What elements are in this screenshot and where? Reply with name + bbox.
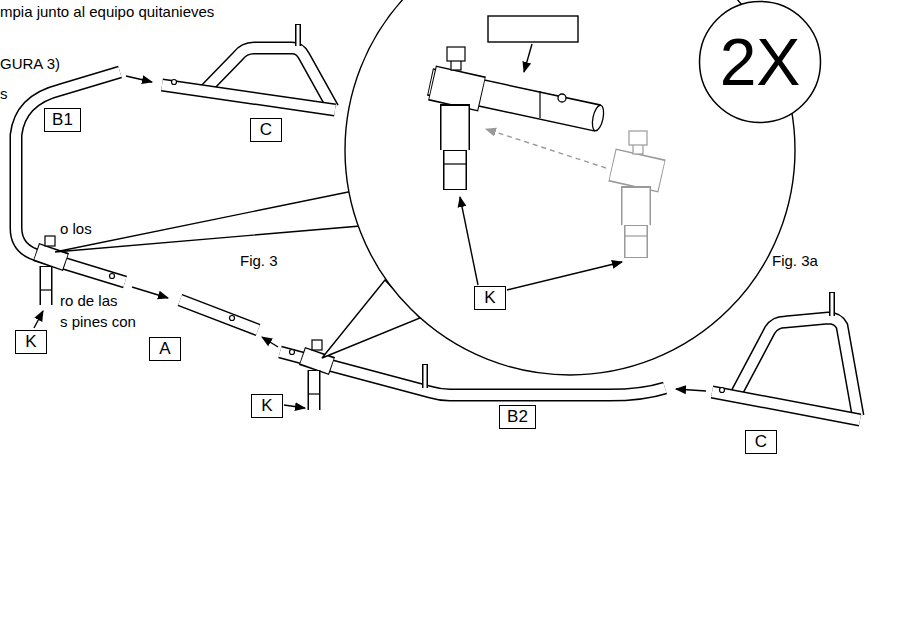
bolt <box>45 236 55 246</box>
leader-line <box>507 262 622 290</box>
part-letter: K <box>484 288 495 307</box>
part-letter: B2 <box>507 407 528 426</box>
figure-label: Fig. 3 <box>240 252 278 270</box>
frame-tube <box>162 85 335 110</box>
part-label: K <box>474 286 506 310</box>
assembly-arrow <box>262 337 278 347</box>
t-fitting <box>303 356 331 366</box>
bolt <box>312 340 322 350</box>
ghost-collar <box>612 165 662 176</box>
t-leg <box>445 151 466 189</box>
quantity-circle: 2X <box>698 0 822 124</box>
tube-a <box>180 300 258 330</box>
pin <box>110 274 115 279</box>
ghost-leg <box>624 225 648 258</box>
t-fitting <box>36 252 66 262</box>
blank-label-box <box>488 16 578 42</box>
part-label: A <box>149 337 181 361</box>
figure-label: Fig. 3a <box>772 252 818 270</box>
dashed-arrow <box>486 129 606 168</box>
tube-end <box>590 104 605 132</box>
leader-line <box>460 197 478 285</box>
t-fitting <box>37 252 65 262</box>
t-leg <box>309 371 319 410</box>
pin <box>720 388 725 393</box>
pin <box>295 24 301 46</box>
leader-line <box>34 311 43 328</box>
leader-line <box>524 44 532 72</box>
frame-tube <box>162 85 335 110</box>
tube-step <box>539 91 540 118</box>
ghost-leg <box>623 188 650 225</box>
t-leg <box>40 266 53 305</box>
frame-tube <box>712 392 860 420</box>
bolt <box>447 47 465 61</box>
t-leg <box>41 267 51 305</box>
ghost-leg <box>621 186 651 225</box>
part-label: C <box>250 118 282 142</box>
part-label: K <box>15 330 47 354</box>
part-label: K <box>251 394 283 418</box>
part-letter: K <box>25 332 36 351</box>
assembly-arrow <box>676 389 706 391</box>
pin <box>831 293 834 316</box>
instruction-text: o los <box>60 220 92 238</box>
t-band <box>308 393 320 394</box>
ghost-bolt <box>629 131 647 145</box>
part-letter: A <box>159 339 170 358</box>
ghost-leg <box>626 226 647 257</box>
pin <box>829 292 835 316</box>
instruction-text: s pines con <box>60 313 136 331</box>
pin <box>297 25 300 46</box>
pin <box>558 94 566 102</box>
part-label: B1 <box>44 108 81 132</box>
pin <box>172 80 177 85</box>
part-label: C <box>745 430 777 454</box>
circle-shape <box>700 2 821 123</box>
t-leg <box>308 370 321 410</box>
instruction-text: mpia junto al equipo quitanieves <box>0 3 214 21</box>
part-label: B2 <box>499 405 536 429</box>
part-letter: C <box>755 432 767 451</box>
part-letter: K <box>261 396 272 415</box>
t-collar <box>433 83 481 94</box>
t-band <box>40 289 52 290</box>
callout-tail <box>55 190 360 252</box>
t-collar <box>432 83 482 94</box>
assembly-arrow <box>132 287 168 298</box>
quantity-text: 2X <box>720 29 801 95</box>
t-band <box>443 163 467 164</box>
t-leg <box>443 150 467 190</box>
instruction-text: ro de las <box>60 292 118 310</box>
frame-tube <box>712 392 860 420</box>
ghost-band <box>624 235 648 236</box>
part-letter: B1 <box>52 110 73 129</box>
pin <box>230 316 235 321</box>
pin <box>422 364 428 388</box>
pin <box>290 350 295 355</box>
t-leg <box>442 106 469 150</box>
part-letter: C <box>260 120 272 139</box>
t-fitting <box>302 356 332 366</box>
pin <box>424 365 427 388</box>
assembly-arrow <box>126 76 152 82</box>
instruction-text: s <box>0 85 8 103</box>
tube-a <box>180 300 258 330</box>
leader-line <box>284 405 305 408</box>
t-leg <box>440 104 470 150</box>
ghost-collar <box>613 165 661 176</box>
instruction-text: GURA 3) <box>0 55 60 73</box>
